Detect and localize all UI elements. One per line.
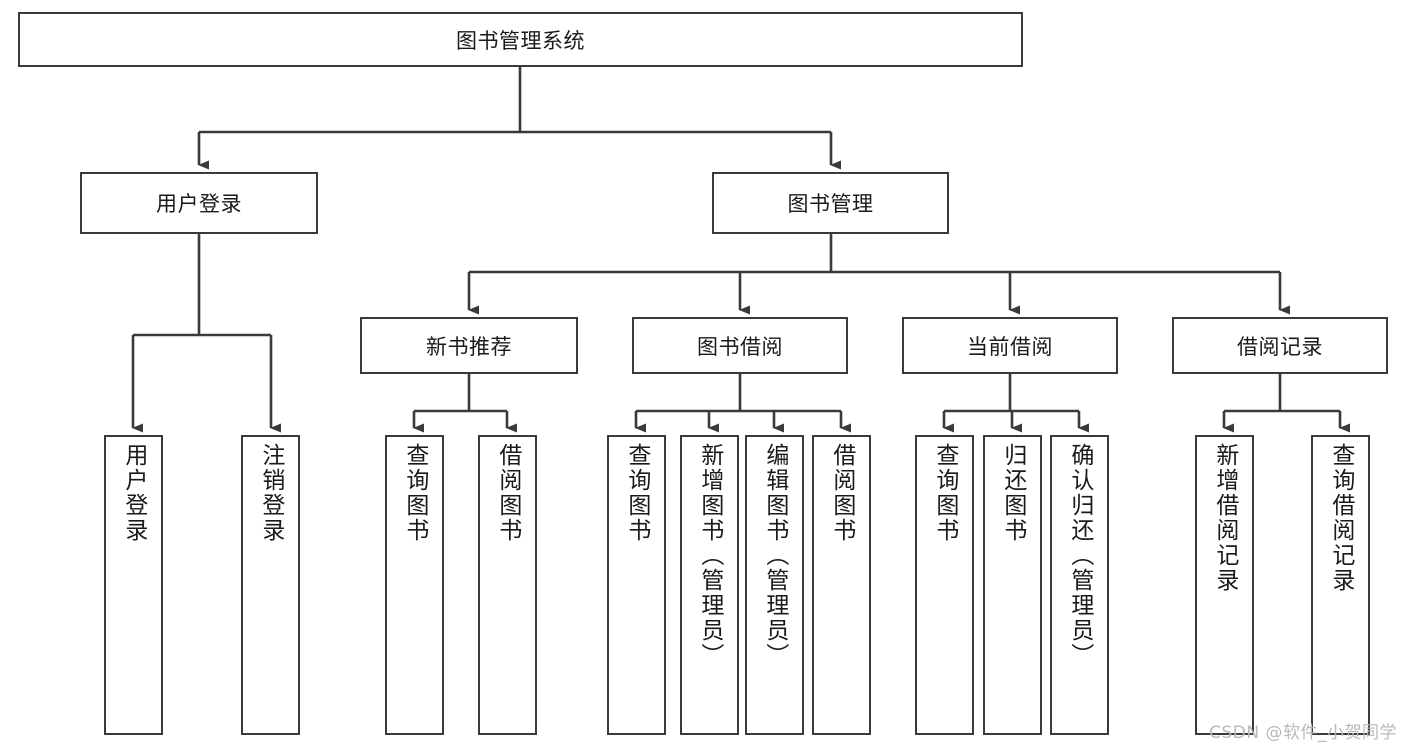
leaf-node-label: 借阅图书 (828, 443, 855, 543)
node-current-borrow[interactable]: 当前借阅 (902, 317, 1118, 374)
leaf-node[interactable]: 编辑图书（管理员） (745, 435, 804, 735)
leaf-node-label: 查询图书 (623, 443, 650, 543)
node-borrow-record[interactable]: 借阅记录 (1172, 317, 1388, 374)
node-root-label: 图书管理系统 (456, 28, 585, 53)
leaf-node[interactable]: 查询图书 (385, 435, 444, 735)
watermark: CSDN @软件_小贺同学 (1209, 723, 1397, 743)
leaf-node-label: 归还图书 (999, 443, 1026, 543)
leaf-node-label: 查询借阅记录 (1327, 443, 1354, 593)
node-book-borrow-label: 图书借阅 (697, 334, 783, 359)
leaf-node[interactable]: 用户登录 (104, 435, 163, 735)
leaf-node-label: 查询图书 (931, 443, 958, 543)
node-book-management[interactable]: 图书管理 (712, 172, 949, 234)
node-root[interactable]: 图书管理系统 (18, 12, 1023, 67)
leaf-node[interactable]: 查询图书 (915, 435, 974, 735)
leaf-node[interactable]: 查询图书 (607, 435, 666, 735)
leaf-node[interactable]: 借阅图书 (478, 435, 537, 735)
node-current-borrow-label: 当前借阅 (967, 334, 1053, 359)
leaf-node-label: 新增借阅记录 (1211, 443, 1238, 593)
node-new-book-recommend-label: 新书推荐 (426, 334, 512, 359)
leaf-node-label: 查询图书 (401, 443, 428, 543)
leaf-node-label: 用户登录 (120, 443, 147, 543)
leaf-node-label: 新增图书（管理员） (696, 443, 723, 668)
leaf-node[interactable]: 注销登录 (241, 435, 300, 735)
leaf-node-label: 借阅图书 (494, 443, 521, 543)
node-user-login-label: 用户登录 (156, 192, 242, 216)
node-new-book-recommend[interactable]: 新书推荐 (360, 317, 578, 374)
leaf-node-label: 确认归还（管理员） (1066, 443, 1093, 668)
leaf-node[interactable]: 归还图书 (983, 435, 1042, 735)
leaf-node[interactable]: 确认归还（管理员） (1050, 435, 1109, 735)
leaf-node-label: 编辑图书（管理员） (761, 443, 788, 668)
leaf-node[interactable]: 借阅图书 (812, 435, 871, 735)
leaf-node[interactable]: 新增借阅记录 (1195, 435, 1254, 735)
leaf-node[interactable]: 查询借阅记录 (1311, 435, 1370, 735)
node-book-borrow[interactable]: 图书借阅 (632, 317, 848, 374)
node-borrow-record-label: 借阅记录 (1237, 334, 1323, 359)
leaf-node[interactable]: 新增图书（管理员） (680, 435, 739, 735)
leaf-node-label: 注销登录 (257, 443, 284, 543)
node-book-management-label: 图书管理 (787, 192, 874, 216)
node-user-login[interactable]: 用户登录 (80, 172, 318, 234)
